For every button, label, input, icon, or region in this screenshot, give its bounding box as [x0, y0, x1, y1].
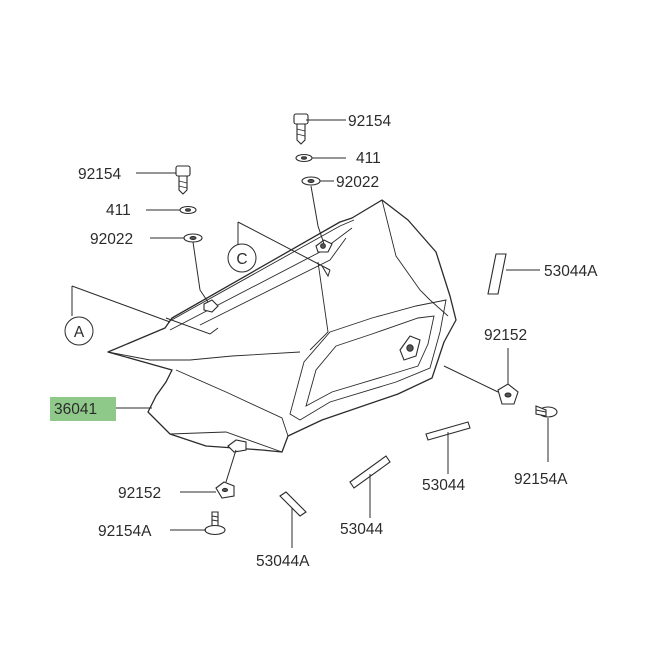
bottom-pad-53044A — [279, 491, 307, 517]
label-bottom-nut: 92152 — [118, 485, 161, 502]
left-grommet-92022 — [183, 233, 203, 243]
callout-a: A — [64, 316, 94, 346]
part-labels: 92154 411 92022 92154 411 92022 53044A 9… — [54, 113, 598, 570]
foam-pad-strip-icon — [425, 421, 471, 441]
right-nut-92152 — [497, 383, 519, 405]
label-top-washer: 411 — [356, 150, 381, 167]
label-right-nut: 92152 — [484, 327, 527, 344]
label-left-washer: 411 — [106, 202, 131, 219]
left-bolt-92154 — [175, 165, 191, 195]
bottom-bolt-92154A — [204, 511, 226, 536]
bottom-nut-92152 — [215, 481, 235, 499]
left-washer-411 — [179, 205, 197, 215]
top-bolt-92154 — [293, 113, 309, 145]
top-grommet-92022 — [301, 176, 321, 186]
callout-c-text: C — [236, 251, 247, 268]
label-main-cowl: 36041 — [54, 401, 97, 418]
hex-bolt-icon — [175, 165, 191, 177]
hex-bolt-icon — [293, 113, 309, 125]
foam-pad-strip-icon — [279, 491, 307, 517]
label-top-grommet: 92022 — [336, 174, 379, 191]
label-left-bolt: 92154 — [78, 166, 121, 183]
label-right-pad-long: 53044A — [544, 263, 598, 280]
label-bottom-pad-center: 53044 — [340, 521, 383, 538]
foam-pad-strip-icon — [487, 253, 507, 295]
callout-c: C — [227, 243, 257, 273]
leader-lines — [71, 119, 549, 548]
foam-pad-strip-icon — [349, 455, 391, 489]
hex-bolt-icon — [204, 524, 226, 536]
label-right-bolt: 92154A — [514, 471, 568, 488]
right-pad-53044A — [487, 253, 507, 295]
bottom-pad-center-53044 — [349, 455, 391, 489]
main-part-highlight — [50, 397, 116, 421]
label-lower-pad: 53044 — [422, 477, 465, 494]
label-bottom-pad-a: 53044A — [256, 553, 310, 570]
label-left-grommet: 92022 — [90, 231, 133, 248]
top-washer-411 — [295, 153, 313, 163]
label-bottom-bolt: 92154A — [98, 523, 152, 540]
label-top-bolt: 92154 — [348, 113, 391, 130]
callout-a-text: A — [74, 324, 85, 341]
front-cowl-body — [107, 199, 457, 453]
right-bolt-92154A — [535, 405, 558, 418]
lower-pad-53044 — [425, 421, 471, 441]
